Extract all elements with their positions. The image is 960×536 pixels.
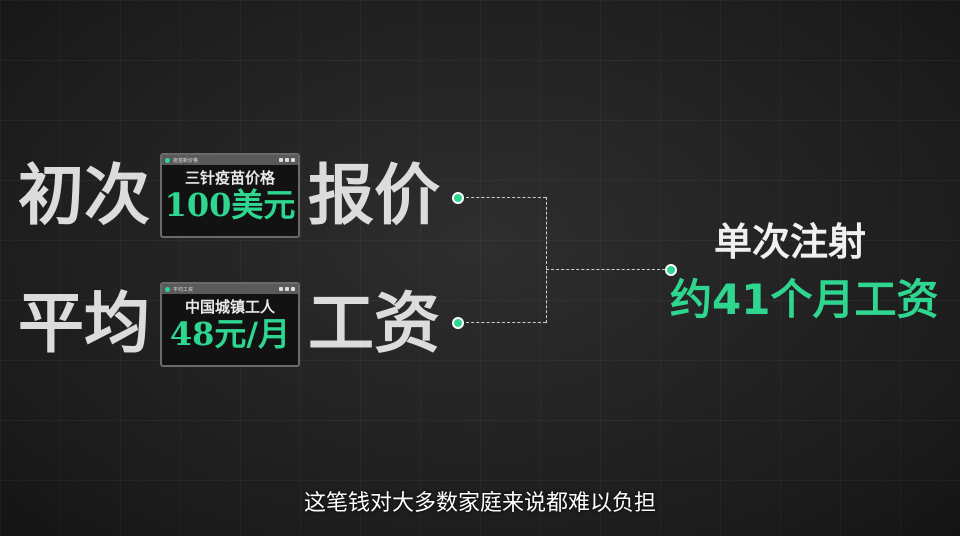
row1-right-text: 报价 <box>308 156 440 234</box>
result-line2: 约41个月工资 <box>670 275 939 324</box>
connector-vertical <box>546 197 547 323</box>
result-line1: 单次注射 <box>713 220 866 264</box>
window-titlebar: 平均工资 <box>162 284 298 294</box>
price-window: 疫苗新价格 三针疫苗价格 100美元 <box>160 153 300 238</box>
row2-right-text: 工资 <box>308 284 440 362</box>
row1-left-text: 初次 <box>18 156 150 234</box>
connector-line-2 <box>466 322 546 323</box>
window-controls <box>279 287 295 291</box>
window-title: 平均工资 <box>173 286 194 293</box>
wage-value: 48元/月 <box>169 315 291 353</box>
app-icon <box>165 157 170 163</box>
price-label: 三针疫苗价格 <box>184 169 275 187</box>
connector-line-1 <box>466 197 546 198</box>
window-titlebar: 疫苗新价格 <box>162 155 298 165</box>
connector-dot-1 <box>452 192 464 204</box>
price-value: 100美元 <box>164 186 296 224</box>
connector-dot-2 <box>452 317 464 329</box>
connector-dot-result <box>665 264 677 276</box>
window-title: 疫苗新价格 <box>173 157 199 164</box>
window-controls <box>279 158 295 162</box>
wage-label: 中国城镇工人 <box>184 298 275 316</box>
connector-line-result <box>546 269 665 270</box>
row2-left-text: 平均 <box>18 284 150 362</box>
app-icon <box>165 286 170 292</box>
wage-window: 平均工资 中国城镇工人 48元/月 <box>160 282 300 367</box>
subtitle: 这笔钱对大多数家庭来说都难以负担 <box>303 491 656 516</box>
